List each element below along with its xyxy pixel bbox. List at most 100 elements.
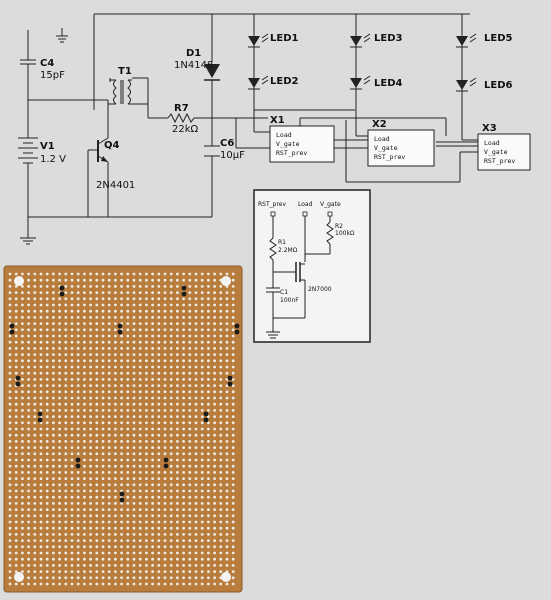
c1-value: 100nF: [280, 297, 299, 304]
perfboard-pad: [182, 483, 186, 487]
perfboard-pad: [76, 545, 80, 549]
perfboard-pad: [21, 384, 24, 387]
perfboard-pad: [39, 378, 43, 381]
perfboard-pad: [95, 322, 99, 325]
perfboard-pad: [70, 533, 74, 536]
perfboard-pad: [64, 539, 68, 542]
perfboard-pad: [194, 285, 198, 288]
perfboard-pad: [64, 564, 68, 567]
perfboard-pad: [169, 489, 173, 493]
port-vgate: V_gate: [320, 201, 341, 208]
main-schematic-wires: [20, 13, 478, 245]
perfboard-pad: [138, 570, 142, 573]
perfboard-pad: [27, 322, 30, 325]
perfboard-pad: [114, 489, 117, 493]
perfboard-pad: [176, 365, 179, 369]
perfboard-pad: [39, 334, 43, 338]
perfboard-pad: [132, 440, 136, 443]
perfboard-pad: [8, 495, 12, 499]
perfboard-pad: [120, 415, 123, 418]
perfboard-pad: [188, 570, 192, 573]
perfboard-pad: [76, 291, 80, 294]
perfboard-pad: [27, 471, 30, 474]
perfboard-pad: [157, 576, 161, 580]
perfboard-pad: [70, 464, 74, 468]
perfboard-pad: [219, 334, 223, 338]
perfboard-pad: [45, 557, 49, 561]
perfboard-pad: [182, 390, 186, 394]
perfboard-pad: [8, 427, 12, 431]
perfboard-pad: [58, 489, 61, 493]
perfboard-pad: [207, 396, 210, 400]
perfboard-pad: [58, 328, 61, 332]
perfboard-pad: [45, 415, 49, 418]
perfboard-pad: [27, 557, 30, 561]
perfboard-pad: [207, 309, 210, 313]
perfboard-pad: [132, 471, 136, 474]
perfboard-pad: [194, 483, 198, 487]
perfboard-pad: [114, 502, 117, 505]
perfboard-pad: [207, 285, 210, 288]
perfboard-pad: [188, 440, 192, 443]
perfboard-pad: [157, 340, 161, 344]
perfboard-pad: [132, 347, 136, 350]
perfboard-pad: [21, 353, 24, 356]
perfboard-pad: [58, 495, 61, 499]
perfboard-pad: [120, 421, 123, 425]
perfboard-pad: [52, 508, 55, 511]
perfboard-pad: [95, 533, 99, 536]
perfboard-pad: [188, 557, 192, 561]
perfboard-pad: [33, 334, 37, 338]
perfboard-pad: [219, 316, 223, 319]
perfboard-pad: [39, 483, 43, 487]
perfboard-pad: [114, 440, 117, 443]
perfboard-pad: [101, 433, 105, 437]
perfboard-pad: [8, 582, 12, 586]
led2-symbol: [248, 75, 269, 90]
perfboard-pad: [219, 415, 223, 418]
perfboard-pad: [21, 471, 24, 474]
perfboard-pad: [138, 291, 142, 294]
perfboard-pad: [21, 533, 24, 536]
perfboard-pad: [126, 514, 130, 518]
perfboard-pad: [107, 533, 111, 536]
perfboard-pad: [64, 334, 68, 338]
perfboard-pad: [213, 440, 217, 443]
perfboard-pad: [27, 495, 30, 499]
perfboard-hole: [163, 463, 169, 469]
perfboard-pad: [95, 564, 99, 567]
perfboard-pad: [89, 316, 92, 319]
perfboard-pad: [89, 539, 92, 542]
perfboard-pad: [163, 322, 167, 325]
perfboard-pad: [95, 502, 99, 505]
perfboard-pad: [39, 452, 43, 456]
perfboard-pad: [95, 446, 99, 449]
perfboard-pad: [45, 353, 49, 356]
perfboard-pad: [169, 340, 173, 344]
perfboard-pad: [76, 347, 80, 350]
r7-resistor-symbol: [167, 112, 196, 124]
perfboard-pad: [138, 421, 142, 425]
perfboard-pad: [58, 570, 61, 573]
perfboard-pad: [27, 520, 30, 524]
perfboard-pad: [64, 353, 68, 356]
perfboard-pad: [225, 508, 229, 511]
perfboard-pad: [213, 483, 217, 487]
v1-value: 1.2 V: [40, 154, 66, 165]
perfboard-pad: [70, 334, 74, 338]
perfboard-pad: [52, 539, 55, 542]
perfboard-pad: [101, 440, 105, 443]
perfboard-pad: [225, 452, 229, 456]
perfboard-pad: [194, 309, 198, 313]
perfboard-pad: [114, 309, 117, 313]
c4-value: 15pF: [40, 70, 65, 81]
perfboard-pad: [138, 557, 142, 561]
perfboard-pad: [114, 533, 117, 536]
perfboard-pad: [213, 545, 217, 549]
perfboard-pad: [64, 316, 68, 319]
perfboard-pad: [33, 539, 37, 542]
perfboard-pad: [89, 409, 92, 412]
perfboard-pad: [207, 359, 210, 363]
perfboard-pad: [231, 520, 235, 524]
perfboard-pad: [207, 520, 210, 524]
